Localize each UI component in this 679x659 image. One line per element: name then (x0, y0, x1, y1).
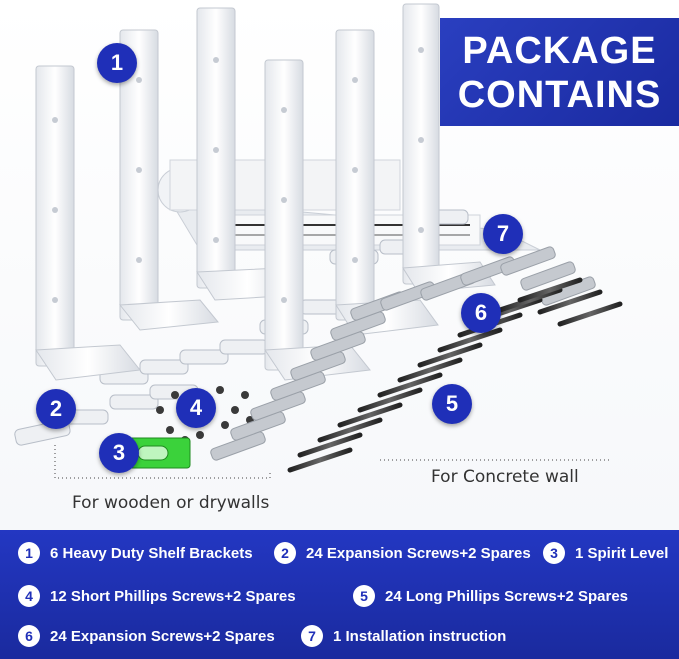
legend-number: 4 (18, 585, 40, 607)
legend-text: 24 Expansion Screws+2 Spares (50, 627, 275, 645)
legend-number: 5 (353, 585, 375, 607)
badge-7: 7 (483, 214, 523, 254)
product-scene (14, 3, 623, 479)
legend-item-6: 6 24 Expansion Screws+2 Spares (18, 625, 275, 647)
badge-6: 6 (461, 293, 501, 333)
expansion-anchors-concrete-icon (210, 246, 596, 461)
header-title-line2: CONTAINS (457, 74, 662, 116)
caption-guides (54, 445, 610, 479)
legend-item-1: 1 6 Heavy Duty Shelf Brackets (18, 542, 253, 564)
legend-number: 7 (301, 625, 323, 647)
legend-item-4: 4 12 Short Phillips Screws+2 Spares (18, 585, 296, 607)
legend-number: 6 (18, 625, 40, 647)
header-title-line1: PACKAGE (462, 30, 657, 72)
legend-item-7: 7 1 Installation instruction (301, 625, 506, 647)
legend-text: 6 Heavy Duty Shelf Brackets (50, 544, 253, 562)
badge-2: 2 (36, 389, 76, 429)
legend-text: 24 Expansion Screws+2 Spares (306, 544, 531, 562)
legend-item-5: 5 24 Long Phillips Screws+2 Spares (353, 585, 628, 607)
legend-number: 3 (543, 542, 565, 564)
legend-text: 1 Installation instruction (333, 627, 507, 645)
badge-1: 1 (97, 43, 137, 83)
badge-5: 5 (432, 384, 472, 424)
badge-4: 4 (176, 388, 216, 428)
badge-3: 3 (99, 433, 139, 473)
legend-number: 2 (274, 542, 296, 564)
legend-number: 1 (18, 542, 40, 564)
legend-item-2: 2 24 Expansion Screws+2 Spares (274, 542, 531, 564)
legend-text: 24 Long Phillips Screws+2 Spares (385, 587, 629, 605)
header-banner (440, 18, 679, 126)
legend-panel: 1 6 Heavy Duty Shelf Brackets 2 24 Expan… (0, 530, 679, 659)
legend-text: 12 Short Phillips Screws+2 Spares (50, 587, 296, 605)
caption-concrete: For Concrete wall (431, 467, 579, 487)
caption-wooden: For wooden or drywalls (72, 493, 270, 513)
legend-text: 1 Spirit Level (575, 544, 669, 562)
legend-item-3: 3 1 Spirit Level (543, 542, 668, 564)
